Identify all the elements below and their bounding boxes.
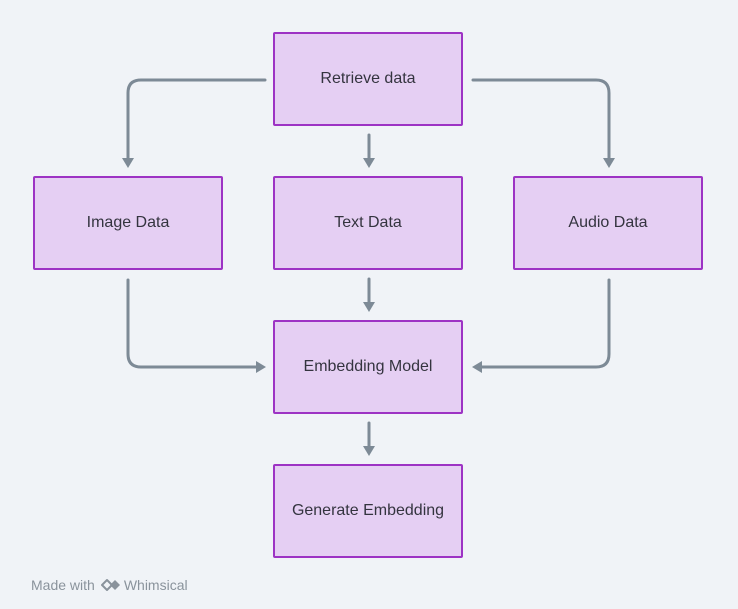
made-with-whimsical-badge[interactable]: Made with Whimsical [31, 575, 188, 595]
node-embedding-model[interactable]: Embedding Model [273, 320, 463, 414]
node-audio-data[interactable]: Audio Data [513, 176, 703, 270]
node-text-data[interactable]: Text Data [273, 176, 463, 270]
made-with-label: Made with [31, 577, 95, 593]
node-label: Audio Data [568, 214, 648, 231]
edge-audio-to-embedding-model [480, 278, 611, 369]
whimsical-brand-label: Whimsical [123, 577, 188, 593]
node-label: Embedding Model [303, 358, 433, 375]
arrowhead-retrieve-to-audio [603, 158, 615, 168]
arrowhead-image-to-embedding-model [256, 361, 266, 373]
arrowhead-audio-to-embedding-model [472, 361, 482, 373]
arrowhead-retrieve-to-text [363, 158, 375, 168]
node-label: Generate Embedding [291, 502, 445, 519]
whimsical-logo-icon [100, 578, 121, 592]
edge-retrieve-to-audio [471, 78, 611, 161]
arrowhead-text-to-embedding-model [363, 302, 375, 312]
node-retrieve-data[interactable]: Retrieve data [273, 32, 463, 126]
node-label: Text Data [334, 214, 402, 231]
edge-image-to-embedding-model [126, 278, 258, 369]
node-generate-embedding[interactable]: Generate Embedding [273, 464, 463, 558]
node-label: Image Data [86, 214, 170, 231]
edge-retrieve-to-image [126, 78, 267, 161]
node-label: Retrieve data [320, 70, 416, 87]
arrowhead-embedding-model-to-generate [363, 446, 375, 456]
node-image-data[interactable]: Image Data [33, 176, 223, 270]
arrowhead-retrieve-to-image [122, 158, 134, 168]
